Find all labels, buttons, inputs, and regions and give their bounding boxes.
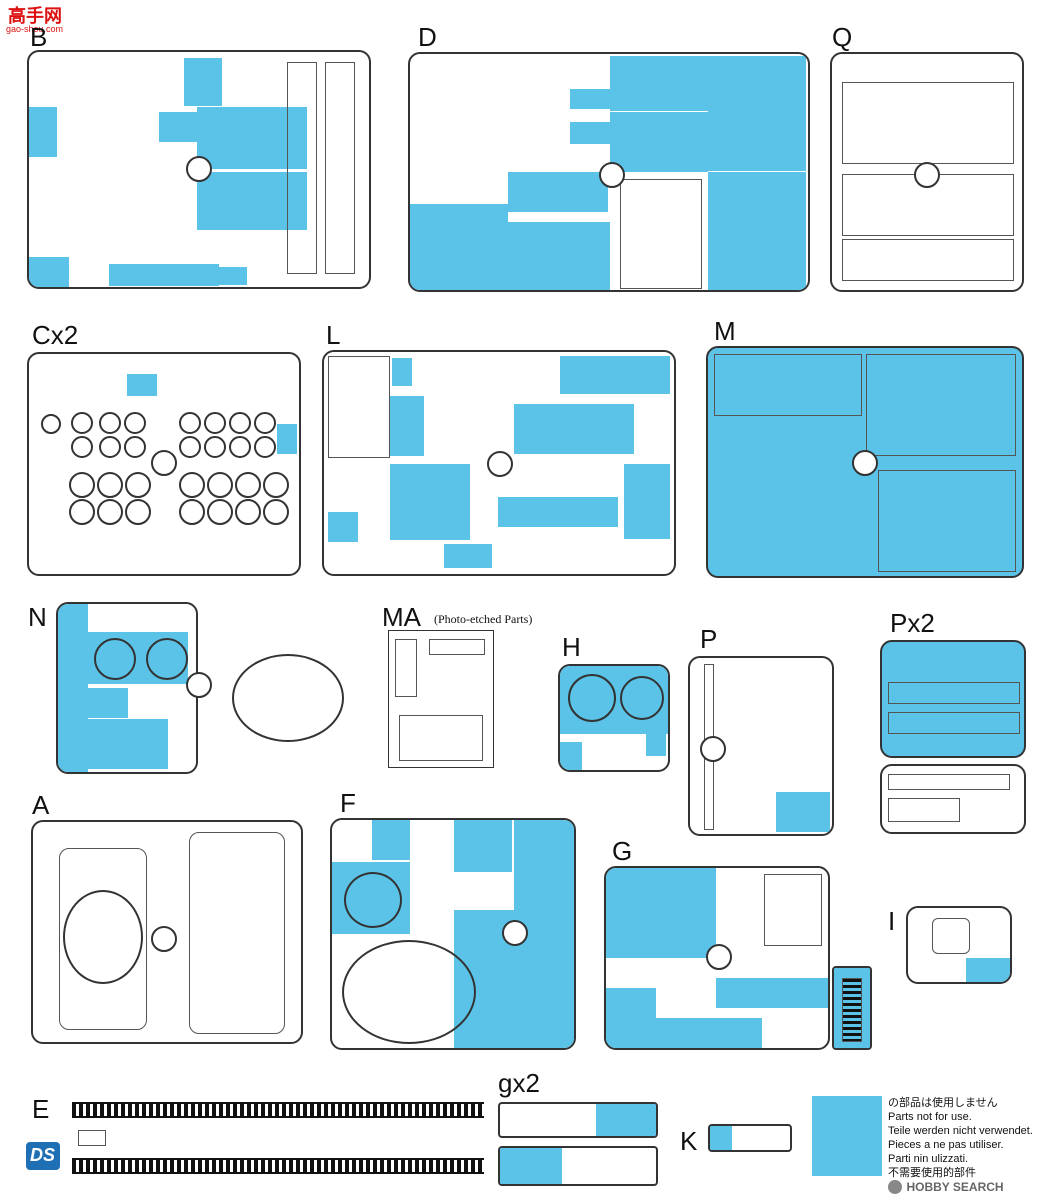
sprue-label-p: P xyxy=(700,624,718,654)
sprue-h xyxy=(558,664,670,772)
legend-line-fr: Pieces a ne pas utiliser. xyxy=(888,1139,1004,1151)
sprue-label-px2: Px2 xyxy=(890,608,935,638)
sprue-l xyxy=(322,350,676,576)
sprue-ma xyxy=(388,630,494,768)
sprue-label-i: I xyxy=(888,906,896,936)
sprue-label-e: E xyxy=(32,1094,50,1124)
ds-logo-text: DS xyxy=(30,1145,56,1165)
sprue-i xyxy=(906,906,1012,984)
sprue-label-ma: MA xyxy=(382,602,421,632)
sprue-gx2-b xyxy=(498,1146,658,1186)
sprue-label-f: F xyxy=(340,788,356,818)
legend-line-en: Parts not for use. xyxy=(888,1111,972,1123)
sprue-q xyxy=(830,52,1024,292)
watermark-url: gao-shou.com xyxy=(6,24,64,34)
sprue-gx2-a xyxy=(498,1102,658,1138)
sprue-g xyxy=(604,866,830,1050)
track-upper xyxy=(72,1102,484,1118)
sprue-m xyxy=(706,346,1024,578)
sprue-g-tab xyxy=(832,966,872,1050)
sprue-label-a: A xyxy=(32,790,50,820)
sprue-label-gx2: gx2 xyxy=(498,1068,540,1098)
sprue-f xyxy=(330,818,576,1050)
ds-logo: DS xyxy=(26,1142,60,1170)
sprue-px2-b xyxy=(880,764,1026,834)
sprue-p xyxy=(688,656,834,836)
sprue-ma-note: (Photo-etched Parts) xyxy=(434,612,533,626)
sprue-label-h: H xyxy=(562,632,581,662)
sprue-label-l: L xyxy=(326,320,341,350)
sprue-n xyxy=(56,602,198,774)
sprue-label-b: B xyxy=(30,22,48,52)
legend-line-de: Teile werden nicht verwendet. xyxy=(888,1125,1033,1137)
sprue-px2-a xyxy=(880,640,1026,758)
sprue-k xyxy=(708,1124,792,1152)
sprue-label-cx2: Cx2 xyxy=(32,320,79,350)
watermark-brand: 高手网 xyxy=(8,6,62,26)
sprue-label-n: N xyxy=(28,602,47,632)
unused-parts-swatch xyxy=(812,1096,882,1176)
sprue-label-m: M xyxy=(714,316,736,346)
legend-line-it: Parti nin ulizzati. xyxy=(888,1153,969,1165)
sprue-label-q: Q xyxy=(832,22,853,52)
track-connector xyxy=(78,1130,106,1146)
legend-line-jp: の部品は使用しません xyxy=(888,1097,998,1109)
watermark: 高手网 gao-shou.com xyxy=(2,2,92,38)
sprue-c xyxy=(27,352,301,576)
track-lower xyxy=(72,1158,484,1174)
legend-line-cn: 不需要使用的部件 xyxy=(888,1167,976,1179)
sprue-label-d: D xyxy=(418,22,437,52)
sprue-a xyxy=(31,820,303,1044)
sprue-n-gate xyxy=(186,672,212,698)
sprue-d xyxy=(408,52,810,292)
sprue-b xyxy=(27,50,371,289)
sprue-label-g: G xyxy=(612,836,633,866)
hobby-search-logo: HOBBY SEARCH xyxy=(888,1178,1004,1196)
turret-roof xyxy=(232,654,344,742)
hobby-search-text: HOBBY SEARCH xyxy=(906,1179,1004,1194)
sprue-label-k: K xyxy=(680,1126,698,1156)
hobby-search-icon xyxy=(888,1179,902,1194)
